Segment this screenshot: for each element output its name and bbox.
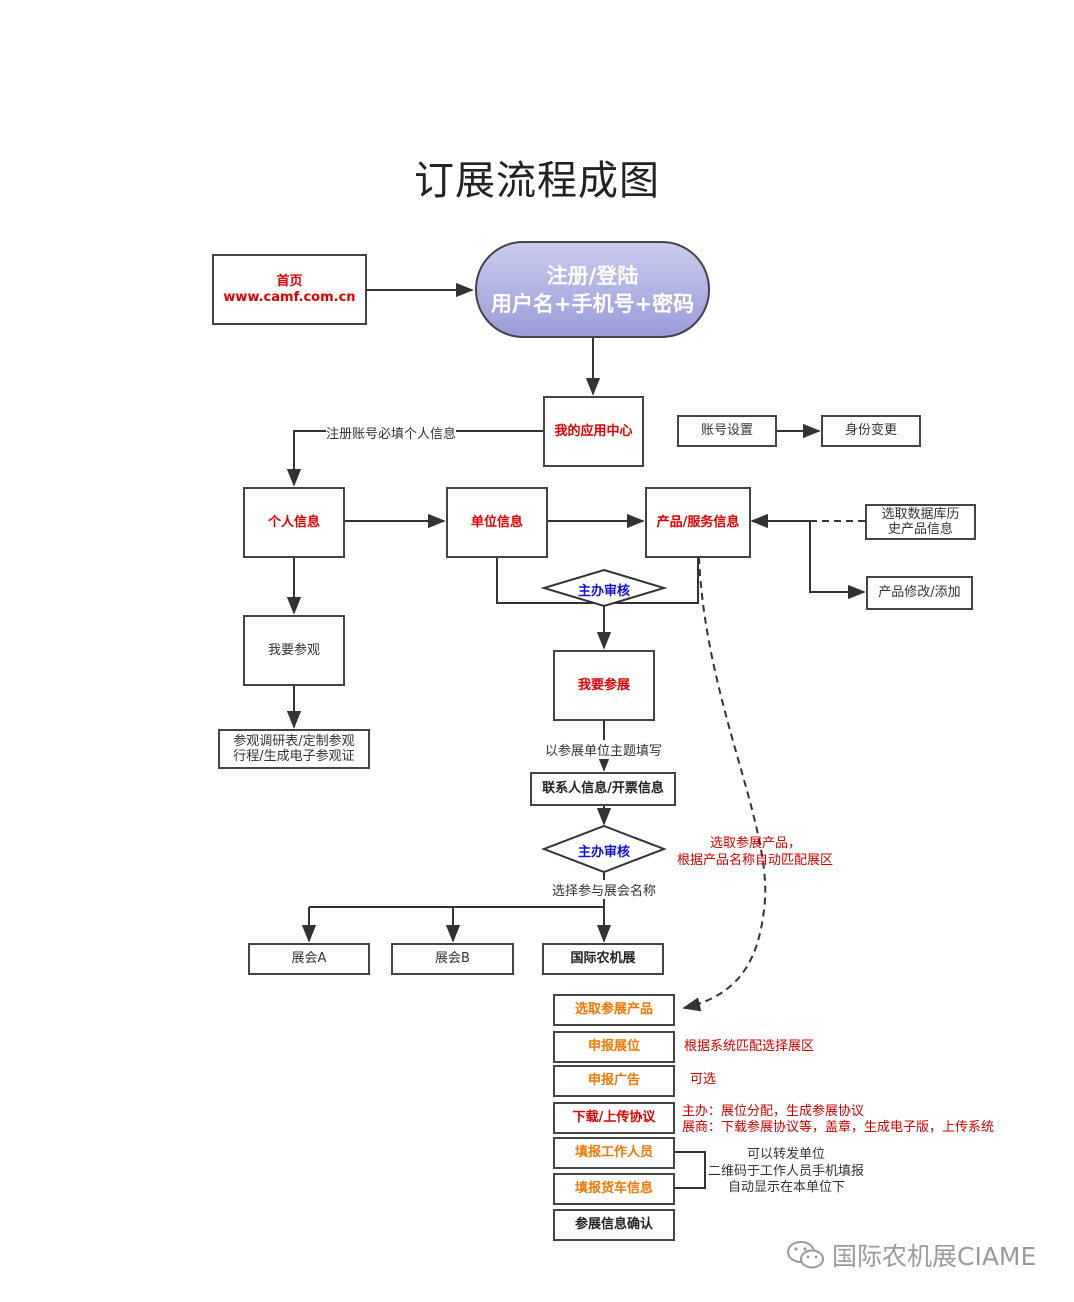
unit-info-label: 单位信息 — [470, 514, 523, 530]
note-agreement-2: 展商：下载参展协议等，盖章，生成电子版，上传系统 — [682, 1120, 995, 1135]
note-staff-2: 二维码于工作人员手机填报 — [708, 1164, 865, 1179]
select-history-box: 选取数据库历 史产品信息 — [865, 504, 976, 540]
product-info-box: 产品/服务信息 — [645, 487, 751, 558]
show-agri-label: 国际农机展 — [570, 951, 636, 966]
note-agreement-1: 主办：展位分配，生成参展协议 — [682, 1104, 865, 1119]
visit-actions-line2: 行程/生成电子参观证 — [233, 749, 355, 764]
note-booth: 根据系统匹配选择展区 — [684, 1039, 815, 1054]
step-ad: 申报广告 — [553, 1065, 675, 1097]
visit-label: 我要参观 — [267, 642, 320, 658]
account-settings-box: 账号设置 — [677, 415, 777, 447]
step-booth: 申报展位 — [553, 1031, 675, 1063]
product-info-label: 产品/服务信息 — [656, 514, 740, 530]
home-box: 首页 www.camf.com.cn — [212, 254, 367, 325]
contact-invoice-label: 联系人信息/开票信息 — [542, 781, 664, 796]
note-ad: 可选 — [690, 1072, 717, 1087]
visit-actions-line1: 参观调研表/定制参观 — [233, 734, 355, 749]
show-a-box: 展会A — [248, 943, 370, 975]
show-b-box: 展会B — [391, 943, 514, 975]
personal-info-box: 个人信息 — [243, 487, 345, 558]
arrow-center-personal — [286, 430, 543, 487]
account-settings-label: 账号设置 — [700, 423, 753, 438]
identity-change-box: 身份变更 — [821, 415, 921, 447]
select-history-line2: 史产品信息 — [887, 522, 953, 537]
show-a-label: 展会A — [291, 951, 327, 966]
dashed-product-select — [682, 556, 767, 1012]
unit-info-box: 单位信息 — [446, 487, 548, 558]
step-truck: 填报货车信息 — [553, 1173, 675, 1205]
label-register-required: 注册账号必填个人信息 — [326, 423, 457, 442]
label-fill-by-unit: 以参展单位主题填写 — [545, 740, 663, 759]
step-agreement-label: 下载/上传协议 — [572, 1110, 656, 1125]
note-select-products-1: 选取参展产品， — [710, 836, 802, 851]
note-select-products-2: 根据产品名称自动匹配展区 — [677, 853, 834, 868]
page-title: 订展流程成图 — [414, 158, 660, 204]
watermark-text: 国际农机展CIAME — [832, 1242, 1037, 1271]
step-ad-label: 申报广告 — [587, 1073, 640, 1088]
personal-info-label: 个人信息 — [267, 514, 320, 530]
note-staff-3: 自动显示在本单位下 — [728, 1180, 846, 1195]
home-label: 首页 — [276, 273, 303, 289]
step-staff-label: 填报工作人员 — [574, 1145, 653, 1160]
step-staff: 填报工作人员 — [553, 1137, 675, 1169]
step-agreement: 下载/上传协议 — [553, 1102, 675, 1134]
review2-label: 主办审核 — [577, 845, 630, 860]
identity-change-label: 身份变更 — [844, 423, 897, 438]
home-url: www.camf.com.cn — [223, 289, 356, 305]
step-truck-label: 填报货车信息 — [574, 1181, 653, 1196]
diamond-review2 — [541, 824, 667, 874]
line-staff-bracket — [675, 1151, 706, 1189]
visit-box: 我要参观 — [243, 615, 345, 686]
show-b-label: 展会B — [435, 951, 470, 966]
product-edit-label: 产品修改/添加 — [878, 585, 961, 600]
show-agri-box: 国际农机展 — [542, 943, 664, 975]
note-staff-1: 可以转发单位 — [747, 1147, 826, 1162]
contact-invoice-box: 联系人信息/开票信息 — [530, 772, 676, 806]
watermark: 国际农机展CIAME — [786, 1237, 1036, 1273]
register-pill: 注册/登陆 用户名+手机号+密码 — [475, 241, 710, 338]
register-line2: 用户名+手机号+密码 — [490, 291, 695, 316]
step-confirm-label: 参展信息确认 — [574, 1217, 653, 1232]
step-confirm: 参展信息确认 — [553, 1209, 675, 1241]
app-center-label: 我的应用中心 — [554, 423, 633, 439]
step-select-products: 选取参展产品 — [553, 994, 675, 1026]
product-edit-box: 产品修改/添加 — [866, 576, 973, 610]
exhibit-box: 我要参展 — [553, 650, 655, 721]
exhibit-label: 我要参展 — [577, 677, 630, 693]
app-center-box: 我的应用中心 — [543, 396, 644, 467]
wechat-icon — [787, 1241, 824, 1269]
label-select-show: 选择参与展会名称 — [552, 880, 657, 899]
register-line1: 注册/登陆 — [546, 263, 639, 288]
diamond-review1 — [540, 568, 668, 608]
review1-label: 主办审核 — [577, 584, 630, 599]
step-select-products-label: 选取参展产品 — [574, 1002, 653, 1017]
arrow-product-edit — [809, 521, 866, 600]
select-history-line1: 选取数据库历 — [881, 507, 960, 522]
step-booth-label: 申报展位 — [587, 1039, 640, 1054]
visit-actions-box: 参观调研表/定制参观 行程/生成电子参观证 — [218, 729, 370, 769]
